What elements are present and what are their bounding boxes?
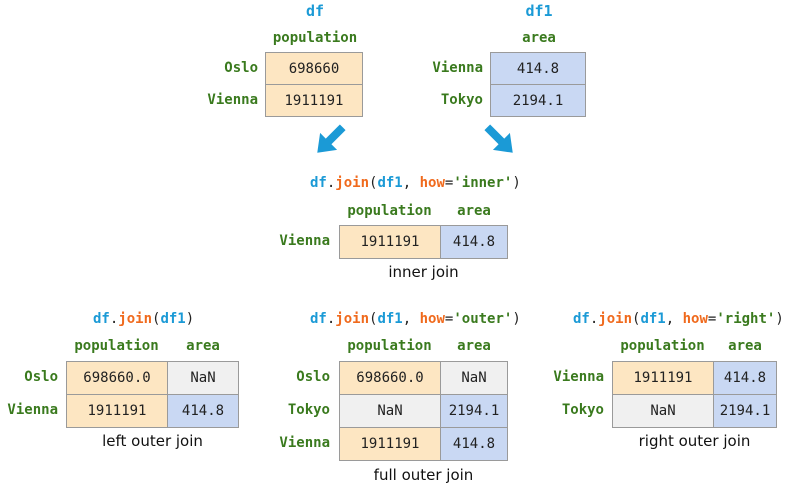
outer-index-tokyo: Tokyo — [287, 402, 330, 418]
right-cell-vienna-area: 414.8 — [713, 361, 777, 395]
code-close: ) — [512, 311, 521, 327]
code-close: ) — [512, 175, 521, 191]
code-dot: . — [326, 175, 336, 191]
outer-cell-vienna-area: 414.8 — [440, 427, 508, 461]
outer-cell-oslo-population: 698660.0 — [339, 361, 441, 395]
code-arg: df1 — [160, 311, 186, 327]
df-index-oslo: Oslo — [224, 60, 258, 76]
code-arg: df1 — [377, 175, 403, 191]
right-index-tokyo: Tokyo — [561, 402, 604, 418]
code-arg: df1 — [377, 311, 403, 327]
df1-cell-tokyo-area: 2194.1 — [490, 84, 586, 117]
outer-cell-oslo-area: NaN — [440, 361, 508, 395]
df-cell-oslo-population: 698660 — [265, 52, 363, 85]
left-code: df.join(df1) — [93, 311, 194, 327]
inner-caption: inner join — [388, 263, 459, 281]
inner-cell-population: 1911191 — [339, 225, 441, 259]
inner-header-population: population — [347, 203, 432, 219]
right-caption: right outer join — [638, 432, 751, 450]
df1-index-tokyo: Tokyo — [440, 92, 483, 108]
code-obj: df — [573, 311, 590, 327]
code-kw: how — [682, 311, 708, 327]
code-dot: . — [109, 311, 119, 327]
code-arg: df1 — [640, 311, 666, 327]
inner-index-vienna: Vienna — [279, 233, 330, 249]
left-cell-vienna-population: 1911191 — [66, 394, 168, 428]
code-eq: = — [707, 311, 717, 327]
outer-caption: full outer join — [373, 466, 474, 484]
df-header-population: population — [272, 30, 358, 46]
left-cell-oslo-population: 698660.0 — [66, 361, 168, 395]
code-val: 'outer' — [453, 311, 513, 327]
code-kw: how — [419, 311, 445, 327]
df1-index-vienna: Vienna — [432, 60, 483, 76]
df1-title: df1 — [525, 2, 553, 20]
left-cell-vienna-area: 414.8 — [167, 394, 239, 428]
right-index-vienna: Vienna — [553, 369, 604, 385]
code-close: ) — [775, 311, 784, 327]
code-val: 'inner' — [453, 175, 513, 191]
code-comma: , — [402, 175, 420, 191]
code-eq: = — [444, 311, 454, 327]
right-code: df.join(df1, how='right') — [573, 311, 784, 327]
left-index-vienna: Vienna — [7, 402, 58, 418]
df-index-vienna: Vienna — [207, 92, 258, 108]
left-cell-oslo-area: NaN — [167, 361, 239, 395]
code-open: ( — [369, 311, 378, 327]
outer-code: df.join(df1, how='outer') — [310, 311, 521, 327]
outer-header-population: population — [347, 338, 432, 354]
df-title: df — [305, 2, 325, 20]
right-header-area: area — [728, 338, 762, 354]
inner-cell-area: 414.8 — [440, 225, 508, 259]
outer-cell-vienna-population: 1911191 — [339, 427, 441, 461]
left-header-population: population — [74, 338, 159, 354]
code-eq: = — [444, 175, 454, 191]
code-obj: df — [310, 311, 327, 327]
code-close: ) — [185, 311, 195, 327]
right-cell-vienna-population: 1911191 — [612, 361, 714, 395]
code-fn: join — [598, 311, 633, 327]
outer-index-vienna: Vienna — [279, 435, 330, 451]
left-header-area: area — [186, 338, 220, 354]
outer-cell-tokyo-area: 2194.1 — [440, 394, 508, 428]
df1-header-area: area — [522, 30, 556, 46]
left-caption: left outer join — [102, 432, 203, 450]
code-dot: . — [326, 311, 336, 327]
code-fn: join — [335, 311, 370, 327]
down-arrow-icon — [317, 124, 346, 153]
code-comma: , — [402, 311, 420, 327]
left-index-oslo: Oslo — [24, 369, 58, 385]
code-obj: df — [310, 175, 327, 191]
outer-cell-tokyo-population: NaN — [339, 394, 441, 428]
df-cell-vienna-population: 1911191 — [265, 84, 363, 117]
code-obj: df — [93, 311, 110, 327]
code-fn: join — [335, 175, 370, 191]
code-val: 'right' — [716, 311, 776, 327]
code-open: ( — [632, 311, 641, 327]
code-open: ( — [152, 311, 161, 327]
inner-header-area: area — [457, 203, 491, 219]
outer-header-area: area — [457, 338, 491, 354]
code-kw: how — [419, 175, 445, 191]
inner-code: df.join(df1, how='inner') — [310, 175, 521, 191]
code-fn: join — [118, 311, 153, 327]
right-cell-tokyo-area: 2194.1 — [713, 394, 777, 428]
down-arrow-icon — [484, 124, 513, 153]
code-comma: , — [665, 311, 683, 327]
right-header-population: population — [620, 338, 705, 354]
df1-cell-vienna-area: 414.8 — [490, 52, 586, 85]
code-dot: . — [589, 311, 599, 327]
right-cell-tokyo-population: NaN — [612, 394, 714, 428]
outer-index-oslo: Oslo — [296, 369, 330, 385]
code-open: ( — [369, 175, 378, 191]
